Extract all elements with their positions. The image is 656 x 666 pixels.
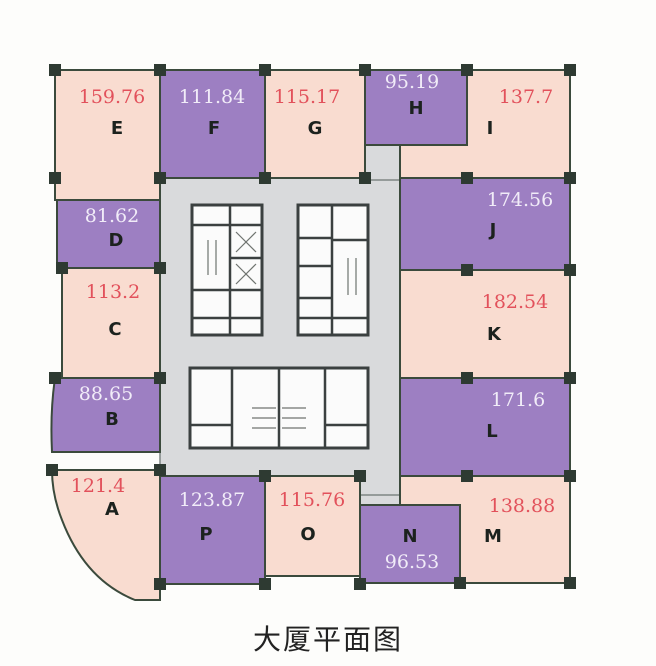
unit-g[interactable] [264, 69, 366, 179]
unit-letter-b: B [105, 409, 119, 430]
unit-labels: 121.4 A 88.65 B 113.2 C 81.62 D 159.76 E… [71, 71, 555, 573]
area-label-o: 115.76 [279, 489, 345, 511]
unit-l[interactable] [399, 377, 571, 477]
unit-p[interactable] [159, 475, 266, 585]
area-label-h: 95.19 [385, 71, 439, 93]
unit-letter-g: G [308, 118, 323, 139]
unit-letter-c: C [108, 319, 121, 340]
column-marker [461, 172, 473, 184]
column-marker [454, 577, 466, 589]
column-marker [154, 172, 166, 184]
stair-core-left [190, 203, 264, 337]
column-marker [154, 578, 166, 590]
unit-h[interactable] [364, 69, 468, 146]
column-marker [259, 172, 271, 184]
unit-b[interactable] [50, 377, 161, 453]
unit-letter-h: H [408, 98, 423, 119]
column-marker [259, 578, 271, 590]
area-label-d: 81.62 [85, 205, 139, 227]
column-marker [56, 262, 68, 274]
column-marker [354, 470, 366, 482]
area-label-m: 138.88 [489, 495, 555, 517]
unit-f[interactable] [159, 69, 266, 179]
structural-columns [46, 64, 576, 590]
area-label-i: 137.7 [499, 86, 553, 108]
units [50, 69, 571, 601]
unit-letter-l: L [486, 421, 497, 442]
unit-letter-e: E [111, 118, 123, 139]
unit-j[interactable] [399, 177, 571, 271]
column-marker [564, 172, 576, 184]
column-marker [354, 578, 366, 590]
area-label-b: 88.65 [79, 383, 133, 405]
column-marker [564, 470, 576, 482]
unit-letter-a: A [105, 499, 119, 520]
column-marker [564, 264, 576, 276]
plan-title: 大厦平面图 [252, 623, 403, 656]
area-label-e: 159.76 [79, 86, 145, 108]
unit-letter-m: M [484, 526, 502, 547]
unit-d[interactable] [56, 199, 161, 269]
column-marker [259, 64, 271, 76]
unit-letter-j: J [488, 220, 497, 241]
column-marker [154, 372, 166, 384]
column-marker [49, 64, 61, 76]
unit-letter-o: O [300, 524, 315, 545]
unit-letter-i: I [487, 118, 494, 139]
stair-core-right [296, 203, 370, 337]
column-marker [154, 64, 166, 76]
column-marker [154, 464, 166, 476]
column-marker [564, 577, 576, 589]
column-marker [359, 172, 371, 184]
area-label-j: 174.56 [487, 189, 553, 211]
column-marker [461, 470, 473, 482]
unit-letter-f: F [208, 118, 220, 139]
column-marker [359, 64, 371, 76]
unit-k[interactable] [399, 269, 571, 379]
column-marker [461, 264, 473, 276]
unit-letter-n: N [402, 526, 417, 547]
unit-letter-d: D [109, 230, 124, 251]
area-label-n: 96.53 [385, 551, 439, 573]
column-marker [259, 470, 271, 482]
area-label-p: 123.87 [179, 489, 245, 511]
column-marker [46, 464, 58, 476]
column-marker [461, 372, 473, 384]
area-label-k: 182.54 [482, 291, 548, 313]
column-marker [154, 262, 166, 274]
column-marker [564, 64, 576, 76]
column-marker [49, 372, 61, 384]
area-label-f: 111.84 [179, 86, 245, 108]
unit-a[interactable] [50, 469, 161, 601]
unit-c[interactable] [61, 267, 161, 379]
area-label-a: 121.4 [71, 475, 125, 497]
column-marker [564, 372, 576, 384]
unit-letter-k: K [487, 324, 502, 345]
area-label-g: 115.17 [274, 86, 340, 108]
column-marker [49, 172, 61, 184]
area-label-c: 113.2 [86, 281, 140, 303]
restroom-core [188, 366, 370, 450]
unit-e[interactable] [54, 69, 161, 201]
unit-n[interactable] [359, 504, 461, 584]
column-marker [461, 64, 473, 76]
unit-letter-p: P [199, 524, 212, 545]
area-label-l: 171.6 [491, 389, 545, 411]
